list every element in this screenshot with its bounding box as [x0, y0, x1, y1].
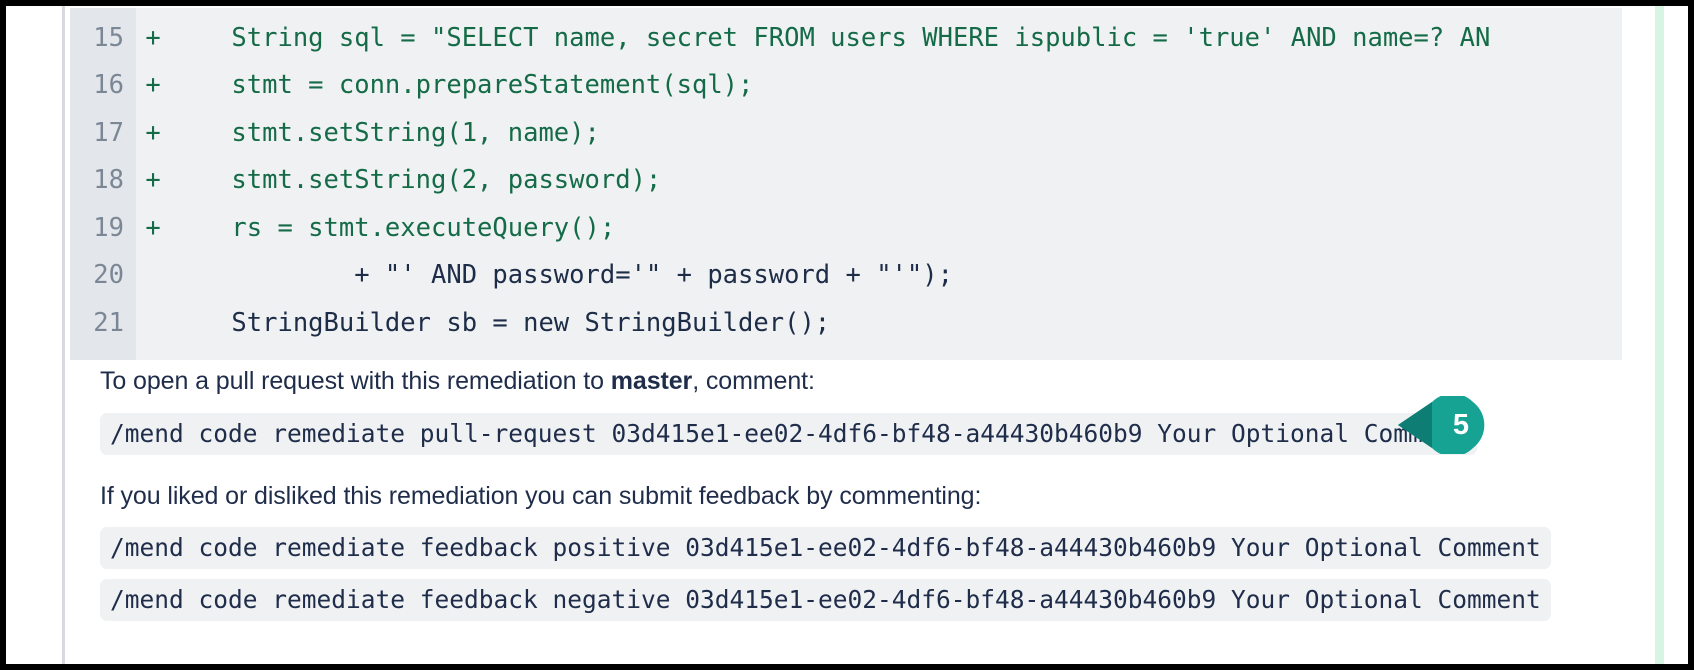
line-number: 18 — [93, 165, 124, 196]
diff-line: 19 + rs = stmt.executeQuery(); — [70, 204, 1622, 252]
diff-marker: + — [145, 22, 161, 53]
pull-request-prompt: To open a pull request with this remedia… — [100, 366, 1520, 397]
diff-line: 21 StringBuilder sb = new StringBuilder(… — [70, 299, 1622, 347]
diff-code-block[interactable]: 15 + String sql = "SELECT name, secret F… — [70, 8, 1622, 360]
diff-marker: + — [145, 165, 161, 196]
callout-number: 5 — [1452, 408, 1470, 441]
code-text: + "' AND password='" + password + "'"); — [170, 260, 953, 291]
diff-line-list: 15 + String sql = "SELECT name, secret F… — [70, 8, 1622, 347]
code-text: StringBuilder sb = new StringBuilder(); — [170, 307, 831, 338]
line-number: 19 — [93, 212, 124, 243]
feedback-negative-command[interactable]: /mend code remediate feedback negative 0… — [100, 579, 1551, 621]
diff-line: 18 + stmt.setString(2, password); — [70, 157, 1622, 205]
code-text: stmt.setString(1, name); — [170, 117, 600, 148]
line-number: 21 — [93, 307, 124, 338]
feedback-prompt: If you liked or disliked this remediatio… — [100, 481, 982, 510]
line-number-gutter — [70, 8, 136, 360]
diff-line: 17 + stmt.setString(1, name); — [70, 109, 1622, 157]
branch-name: master — [610, 367, 693, 395]
pull-request-command[interactable]: /mend code remediate pull-request 03d415… — [100, 412, 1478, 455]
remediation-instructions: To open a pull request with this remedia… — [100, 366, 1551, 631]
line-number: 15 — [93, 22, 124, 53]
code-text: stmt.setString(2, password); — [170, 165, 662, 196]
pull-request-command-wrap: /mend code remediate pull-request 03d415… — [100, 412, 1520, 455]
code-text: stmt = conn.prepareStatement(sql); — [170, 70, 754, 101]
diff-marker: + — [145, 70, 161, 101]
step-callout-badge: 5 — [1398, 396, 1502, 454]
code-text: rs = stmt.executeQuery(); — [170, 212, 616, 243]
diff-line: 20 + "' AND password='" + password + "'"… — [70, 252, 1622, 300]
right-gutter-highlight — [1655, 6, 1664, 664]
code-text: String sql = "SELECT name, secret FROM u… — [170, 22, 1491, 53]
diff-marker: + — [145, 212, 161, 243]
line-number: 20 — [93, 260, 124, 291]
line-number: 16 — [93, 70, 124, 101]
callout-pointer-icon — [1398, 396, 1485, 454]
feedback-negative-command-wrap: /mend code remediate feedback negative 0… — [100, 579, 1551, 621]
pull-request-prompt-prefix: To open a pull request with this remedia… — [100, 367, 611, 395]
comment-thread-rail — [62, 6, 65, 664]
page-canvas: 15 + String sql = "SELECT name, secret F… — [6, 6, 1688, 664]
diff-marker: + — [145, 117, 161, 148]
pull-request-prompt-suffix: , comment: — [692, 367, 815, 395]
diff-line: 15 + String sql = "SELECT name, secret F… — [70, 14, 1622, 62]
line-number: 17 — [93, 117, 124, 148]
diff-line: 16 + stmt = conn.prepareStatement(sql); — [70, 62, 1622, 110]
feedback-positive-command-wrap: /mend code remediate feedback positive 0… — [100, 527, 1551, 569]
feedback-positive-command[interactable]: /mend code remediate feedback positive 0… — [100, 527, 1551, 569]
